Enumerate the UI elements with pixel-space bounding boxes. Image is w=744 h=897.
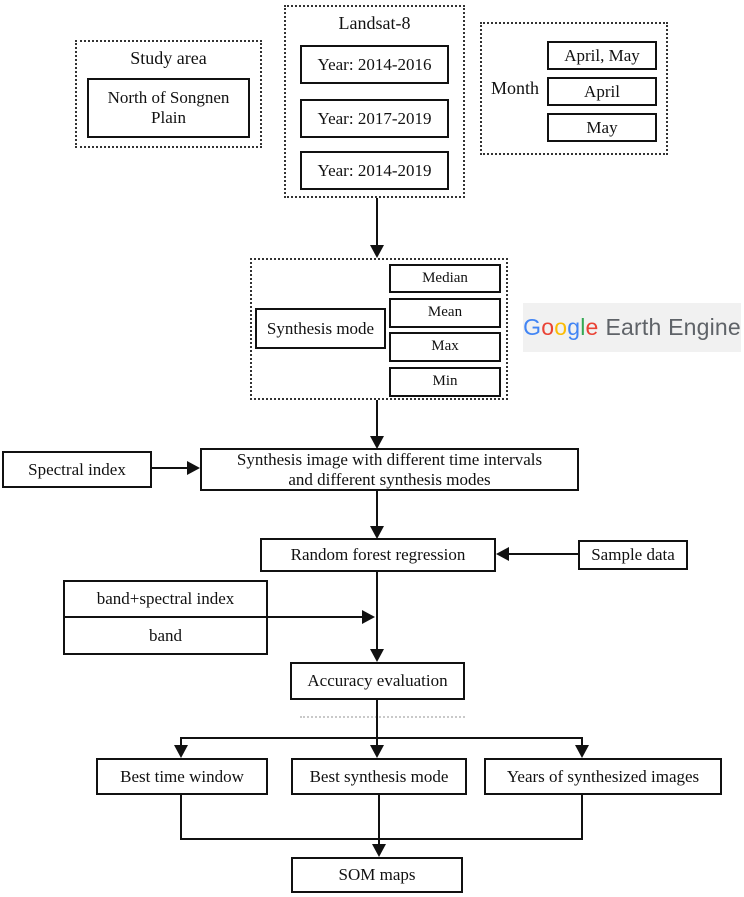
landsat-group bbox=[284, 5, 465, 198]
mean-box: Mean bbox=[389, 298, 501, 328]
sample-data-box: Sample data bbox=[578, 540, 688, 570]
synthesis-mode-box: Synthesis mode bbox=[255, 308, 386, 349]
max-box: Max bbox=[389, 332, 501, 362]
join-mid bbox=[378, 795, 380, 839]
median-box: Median bbox=[389, 264, 501, 293]
arrowhead-down-icon bbox=[372, 844, 386, 857]
synthesis-mode-group bbox=[250, 258, 508, 400]
month-label: Month bbox=[490, 78, 539, 98]
band-box: band bbox=[63, 616, 268, 655]
year-2017-2019-box: Year: 2017-2019 bbox=[300, 99, 449, 138]
min-box: Min bbox=[389, 367, 501, 397]
join-right bbox=[581, 795, 583, 840]
april-may-box: April, May bbox=[547, 41, 657, 70]
random-forest-box: Random forest regression bbox=[260, 538, 496, 572]
study-area-title: Study area bbox=[130, 48, 207, 68]
connector-synthesis-image bbox=[376, 400, 378, 437]
arrowhead-down-icon bbox=[370, 245, 384, 258]
branch-stub-mid bbox=[376, 737, 378, 747]
branch-stub-left bbox=[180, 737, 182, 747]
synthesis-image-line1: Synthesis image with different time inte… bbox=[236, 449, 543, 469]
earth-engine-wordmark: Earth Engine bbox=[605, 314, 741, 340]
connector-band-main bbox=[268, 616, 362, 618]
google-wordmark: Google bbox=[523, 314, 599, 340]
connector-spectral-image bbox=[152, 467, 188, 469]
connector-rf-accuracy bbox=[376, 572, 378, 650]
arrowhead-down-icon bbox=[370, 526, 384, 539]
connector-image-rf bbox=[376, 491, 378, 527]
join-left bbox=[180, 795, 182, 840]
connector-landsat-synthesis bbox=[376, 198, 378, 246]
may-box: May bbox=[547, 113, 657, 142]
month-group bbox=[480, 22, 668, 155]
join-line-bottom bbox=[180, 838, 583, 840]
north-songnen-box: North of Songnen Plain bbox=[87, 78, 250, 138]
landsat-title: Landsat-8 bbox=[338, 13, 411, 33]
accuracy-evaluation-box: Accuracy evaluation bbox=[290, 662, 465, 700]
synthesis-image-line2: and different synthesis modes bbox=[288, 469, 491, 489]
study-area-group bbox=[75, 40, 262, 148]
connector-join-som bbox=[378, 838, 380, 846]
arrowhead-right-icon bbox=[362, 610, 375, 624]
band-spectral-index-box: band+spectral index bbox=[63, 580, 268, 618]
arrowhead-down-icon bbox=[370, 436, 384, 449]
arrowhead-down-icon bbox=[370, 745, 384, 758]
branch-line-top bbox=[180, 737, 583, 739]
connector-sample-rf bbox=[509, 553, 578, 555]
som-maps-box: SOM maps bbox=[291, 857, 463, 893]
spectral-index-box: Spectral index bbox=[2, 451, 152, 488]
arrowhead-down-icon bbox=[370, 649, 384, 662]
year-2014-2016-box: Year: 2014-2016 bbox=[300, 45, 449, 84]
branch-stub-right bbox=[581, 737, 583, 747]
synthesis-image-box: Synthesis image with different time inte… bbox=[200, 448, 579, 491]
arrowhead-right-icon bbox=[187, 461, 200, 475]
april-box: April bbox=[547, 77, 657, 106]
arrowhead-left-icon bbox=[496, 547, 509, 561]
year-2014-2019-box: Year: 2014-2019 bbox=[300, 151, 449, 190]
best-time-window-box: Best time window bbox=[96, 758, 268, 795]
years-synthesized-box: Years of synthesized images bbox=[484, 758, 722, 795]
best-synthesis-mode-box: Best synthesis mode bbox=[291, 758, 467, 795]
arrowhead-down-icon bbox=[575, 745, 589, 758]
google-earth-engine-logo: Google Earth Engine bbox=[523, 303, 741, 352]
arrowhead-down-icon bbox=[174, 745, 188, 758]
connector-accuracy-branch bbox=[376, 700, 378, 740]
faint-dotted-line bbox=[300, 716, 465, 718]
